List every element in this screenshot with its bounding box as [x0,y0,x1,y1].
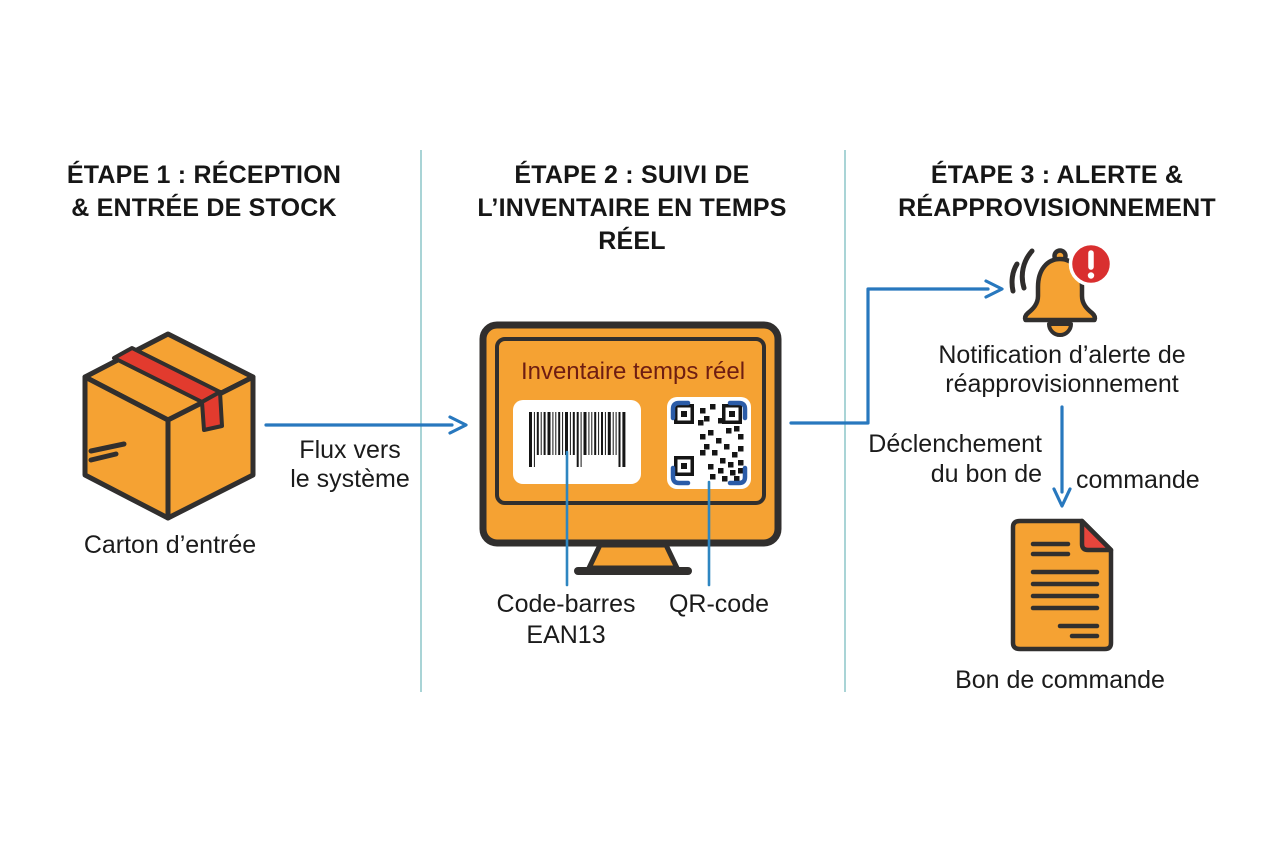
barcode-icon [513,400,641,484]
step3-title-line2: RÉAPPROVISIONNEMENT [898,194,1216,222]
column-divider-1 [420,150,422,692]
step1-title-line1: ÉTAPE 1 : RÉCEPTION [66,161,342,189]
barcode-caption-line1: Code-barres [496,590,636,618]
barcode-caption: Code-barres EAN13 [478,589,654,651]
flow1-label-line1: Flux vers [299,436,401,464]
sound-waves-icon [1009,248,1035,294]
step1-title: ÉTAPE 1 : RÉCEPTION & ENTRÉE DE STOCK [28,159,380,225]
column-divider-2 [844,150,846,692]
screen-title: Inventaire temps réel [520,358,746,385]
purchase-order-document-icon [1010,518,1114,652]
exclamation-badge-icon [1068,241,1114,287]
trigger-label-line1: Déclenchement [868,430,1042,458]
alert-caption-line1: Notification d’alerte de [938,341,1186,369]
step1-title-line2: & ENTRÉE DE STOCK [71,194,337,222]
box-caption: Carton d’entrée [83,531,257,559]
alert-caption-line2: réapprovisionnement [945,370,1179,398]
trigger-label-line2: du bon de [930,460,1042,488]
document-caption: Bon de commande [955,666,1165,694]
qr-scan-frame [670,400,748,486]
document-fold [1079,518,1114,553]
carton-box-icon [82,331,256,521]
trigger-label: Déclenchement du bon de [855,429,1042,489]
alert-bell-icon [1009,241,1114,337]
bell-clapper [1047,322,1073,337]
flow1-label: Flux vers le système [268,436,432,494]
qr-caption: QR-code [668,590,770,618]
step3-title: ÉTAPE 3 : ALERTE & RÉAPPROVISIONNEMENT [878,159,1236,225]
monitor-stand [586,542,680,571]
step2-title-line2: L’INVENTAIRE EN TEMPS RÉEL [477,194,787,255]
document-text-lines [1030,541,1100,639]
step2-title-line1: ÉTAPE 2 : SUIVI DE [514,161,750,189]
qr-code-icon [667,397,751,489]
flow1-label-line2: le système [290,465,410,493]
step3-title-line1: ÉTAPE 3 : ALERTE & [930,161,1184,189]
barcode-caption-line2: EAN13 [526,621,606,649]
monitor-icon [479,321,782,575]
trigger-label-line3: commande [1076,466,1200,494]
alert-caption: Notification d’alerte de réapprovisionne… [910,341,1214,399]
step2-title: ÉTAPE 2 : SUIVI DE L’INVENTAIRE EN TEMPS… [452,159,812,258]
